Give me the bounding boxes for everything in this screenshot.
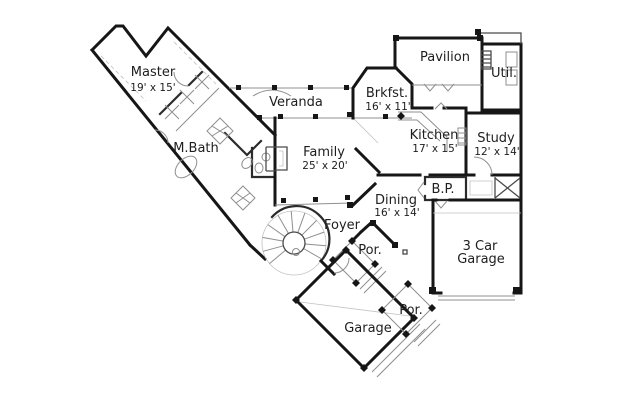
utility-room [480,32,523,112]
walkway-post [402,249,408,255]
label-study-dims: 12' x 14' [474,146,519,158]
front-porch [329,237,408,294]
label-family: Family [303,145,345,160]
dining-room [347,146,398,248]
stair-curved-wall [270,204,331,263]
linen-closet [230,185,256,211]
label-brkfst-dims: 16' x 11' [365,101,410,113]
label-porch-front: Por. [358,243,382,258]
stair-newel [292,248,300,256]
label-mbath: M.Bath [173,141,219,156]
label-porch-rear: Por. [399,303,423,318]
utility-cabinet-hatch [480,50,492,70]
powder-toilet [254,162,264,174]
family-posts [281,195,350,203]
label-master-dims: 19' x 15' [130,82,175,94]
kitchen-island-counter [398,111,448,152]
toilet [241,157,253,169]
label-util: Util. [491,66,517,81]
shower-enclosure [206,117,234,145]
detached-garage-door-lines [371,323,426,378]
label-study: Study [477,131,515,146]
label-kitchen: Kitchen [410,128,459,143]
master-closet-shelving-hatch [164,74,220,132]
label-garage3-line1: 3 Car [463,239,498,254]
stair-treads [262,211,326,264]
utility-parapet [481,32,522,44]
label-kitchen-dims: 17' x 15' [412,143,457,155]
detached-garage-ridge [299,301,411,317]
label-veranda: Veranda [269,95,323,110]
garage3-door-posts [429,287,520,294]
master-wing [89,24,278,262]
label-master: Master [131,65,176,80]
stair-center-column [282,231,306,255]
veranda [229,85,412,120]
fireplace-hearth [279,117,379,167]
garage3-walls [431,198,523,295]
family-south-colonnade [274,202,353,206]
label-foyer: Foyer [324,218,361,233]
breakfast-walls [351,65,414,120]
bathtub [174,155,198,179]
corridor-closet-inner [469,180,493,196]
kitchen-island-post [397,112,405,120]
bp-door-chevrons [417,181,448,209]
room-labels: Master 19' x 15' M.Bath Veranda Brkfst. … [130,50,519,336]
master-wing-outer-walls [89,24,278,262]
butlers-pantry [417,175,521,209]
kitchen [376,102,468,177]
breakfast-bay [351,65,414,120]
bp-walls [423,175,468,202]
pantry-cabinet [457,127,467,146]
family-room [265,116,379,207]
fireplace [265,146,288,172]
dining-posts [347,202,398,248]
label-dining: Dining [375,193,417,208]
corridor-closet [494,177,521,199]
label-brkfst: Brkfst. [366,86,408,101]
kitchen-door-chevron [434,102,448,110]
entry-door-arc [333,257,350,274]
label-dining-dims: 16' x 14' [374,207,419,219]
stair-outer-circle [261,210,327,276]
utility-walls [480,42,523,112]
master-ceiling-lines [100,41,217,102]
three-car-garage [429,198,523,301]
study-door-arc [473,156,493,176]
pavilion [393,29,484,112]
label-pavilion: Pavilion [420,50,470,65]
pavilion-open-edge [412,83,482,92]
label-garage-detached: Garage [344,321,392,336]
master-wing-partitions [158,70,276,179]
label-family-dims: 25' x 20' [302,160,347,172]
rear-porch [378,280,441,347]
dryer [505,69,518,86]
label-garage3-line2: Garage [457,252,505,267]
label-bp: B.P. [432,182,455,197]
detached-garage [292,246,426,378]
master-door-arcs [154,71,189,144]
study [464,111,523,295]
study-walls [464,111,523,295]
dining-walls [349,146,398,248]
washer [505,51,518,68]
garage3-door-lines [438,295,515,301]
